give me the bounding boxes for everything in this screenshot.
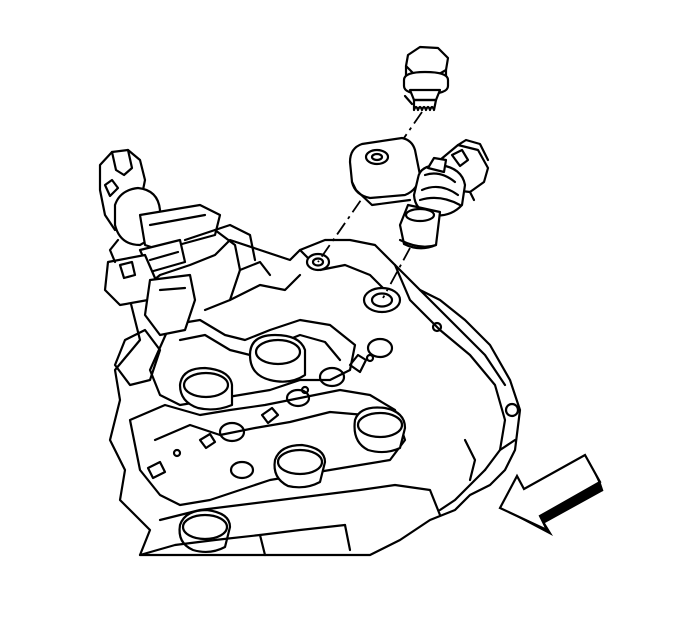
intake-assembly-icon xyxy=(98,148,272,387)
sensor-bracket-icon xyxy=(348,136,422,207)
direction-arrow-icon xyxy=(498,453,604,536)
bolt-icon xyxy=(402,45,450,112)
camshaft-position-sensor-icon xyxy=(398,138,490,250)
sensor-centerline xyxy=(382,247,411,299)
